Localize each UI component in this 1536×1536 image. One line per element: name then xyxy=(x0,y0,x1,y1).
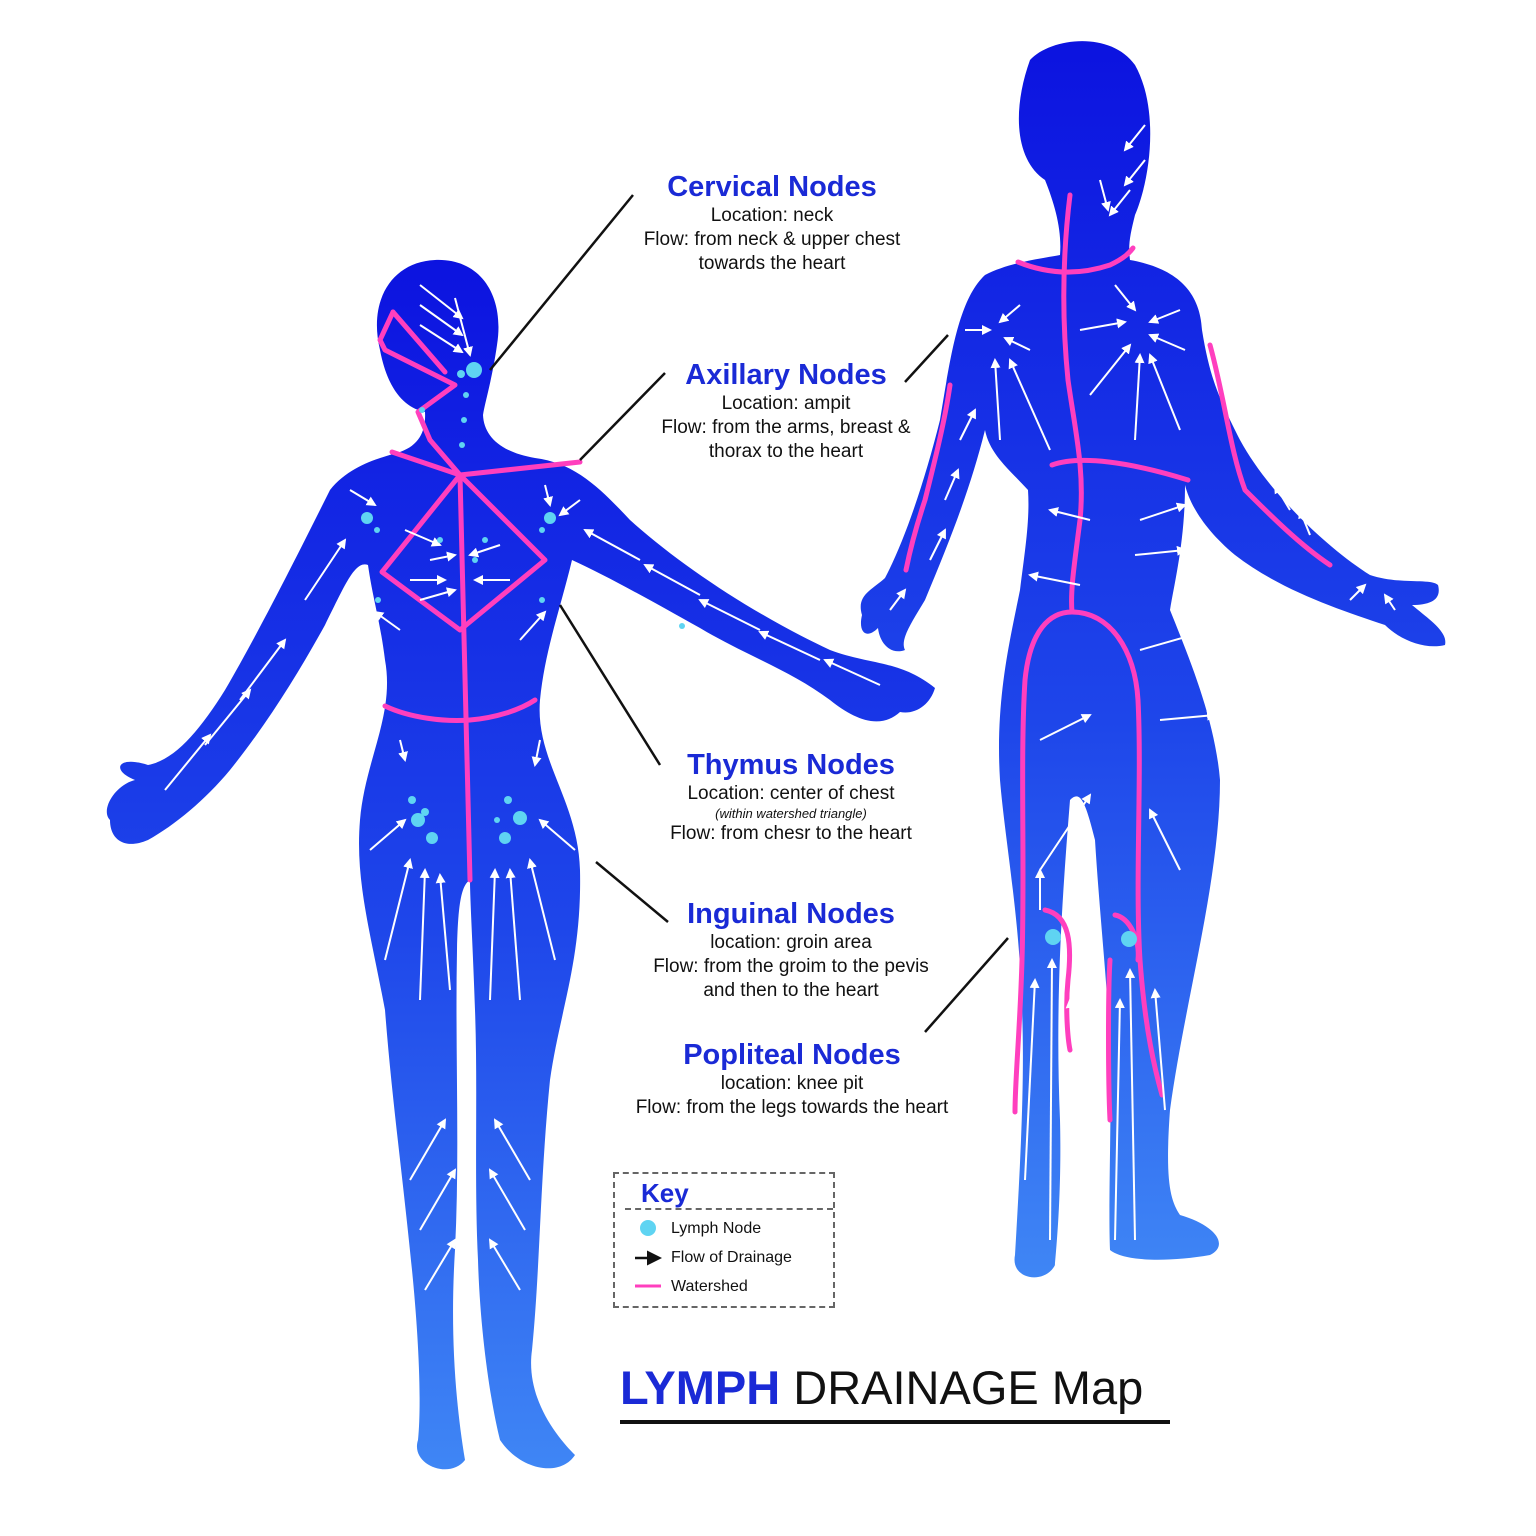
leader-lines xyxy=(489,194,1009,1033)
lymph-node xyxy=(679,623,685,629)
map-title-strong: LYMPH xyxy=(620,1361,781,1414)
back-drainage-arrows xyxy=(889,124,1396,1241)
back-lymph-nodes xyxy=(1045,929,1137,947)
callout-flow-cont: thorax to the heart xyxy=(708,441,864,462)
lymph-node xyxy=(466,362,482,378)
callout-flow: Flow: from the arms, breast & xyxy=(661,417,911,438)
lymph-node xyxy=(411,813,425,827)
inguinal-leader-line xyxy=(595,861,669,923)
axillary-leader-line-back xyxy=(904,334,949,383)
back-watershed-lines xyxy=(903,192,1333,1123)
front-drainage-arrows xyxy=(164,284,881,1291)
lymph-node xyxy=(499,832,511,844)
lymph-node xyxy=(1045,929,1061,945)
front-watershed-lines xyxy=(377,309,583,883)
callout-flow: Flow: from the legs towards the heart xyxy=(635,1097,949,1118)
lymph-node xyxy=(472,557,478,563)
pink-line-icon xyxy=(635,1284,661,1288)
front-lymph-nodes xyxy=(361,362,685,844)
callout-location: Location: ampit xyxy=(721,393,851,414)
popliteal-leader-line xyxy=(924,937,1009,1033)
lymph-node xyxy=(544,512,556,524)
callout-flow: Flow: from the groim to the pevis xyxy=(653,956,929,977)
lymph-node xyxy=(461,417,467,423)
lymph-node xyxy=(463,392,469,398)
cervical-nodes-callout: Cervical Nodes Location: neck Flow: from… xyxy=(562,170,982,276)
thymus-nodes-callout: Thymus Nodes Location: center of chest (… xyxy=(581,748,1001,846)
callout-title: Popliteal Nodes xyxy=(683,1039,901,1071)
lymph-node xyxy=(504,796,512,804)
lymph-node xyxy=(374,527,380,533)
callout-location: Location: neck xyxy=(710,205,834,226)
lymph-node xyxy=(459,442,465,448)
key-title: Key xyxy=(641,1178,689,1208)
arrow-icon xyxy=(635,1250,662,1266)
key-item-label: Lymph Node xyxy=(671,1220,762,1237)
back-body-silhouette xyxy=(860,41,1446,1278)
callout-flow: Flow: from chesr to the heart xyxy=(670,823,912,844)
thymus-leader-line xyxy=(558,604,662,766)
lymph-node xyxy=(1121,931,1137,947)
callout-flow-cont: and then to the heart xyxy=(703,980,879,1001)
callout-flow-cont: towards the heart xyxy=(698,253,846,274)
lymph-node xyxy=(408,796,416,804)
key-item-label: Watershed xyxy=(671,1278,748,1295)
key-divider xyxy=(625,1208,833,1210)
map-title-rest: DRAINAGE Map xyxy=(780,1361,1144,1414)
key-item-label: Flow of Drainage xyxy=(671,1249,792,1266)
lymph-node xyxy=(539,597,545,603)
lymph-node xyxy=(426,832,438,844)
callout-location: location: knee pit xyxy=(720,1073,864,1094)
callout-location: location: groin area xyxy=(710,932,872,953)
lymph-node xyxy=(361,512,373,524)
callout-title: Thymus Nodes xyxy=(687,749,895,781)
popliteal-nodes-callout: Popliteal Nodes location: knee pit Flow:… xyxy=(582,1038,1002,1120)
lymph-node xyxy=(513,811,527,825)
callout-title: Cervical Nodes xyxy=(667,171,877,203)
lymph-node xyxy=(457,370,465,378)
lymph-node xyxy=(419,407,425,413)
cervical-leader-line xyxy=(489,194,634,371)
callout-title: Axillary Nodes xyxy=(685,359,887,391)
front-body-silhouette xyxy=(106,259,935,1470)
title-underline xyxy=(620,1420,1170,1424)
lymph-node xyxy=(494,817,500,823)
map-title: LYMPH DRAINAGE Map xyxy=(620,1360,1143,1415)
lymph-node xyxy=(482,537,488,543)
callout-title: Inguinal Nodes xyxy=(687,898,895,930)
callout-flow: Flow: from neck & upper chest xyxy=(643,229,901,250)
axillary-nodes-callout: Axillary Nodes Location: ampit Flow: fro… xyxy=(576,358,996,464)
lymph-node xyxy=(539,527,545,533)
callout-note: (within watershed triangle) xyxy=(715,806,867,821)
lymph-node xyxy=(375,597,381,603)
lymph-node xyxy=(437,537,443,543)
back-figure xyxy=(860,41,1446,1278)
axillary-leader-line-front xyxy=(579,372,666,461)
inguinal-nodes-callout: Inguinal Nodes location: groin area Flow… xyxy=(581,897,1001,1003)
front-figure xyxy=(106,259,935,1470)
key-legend: Key Lymph Node Flow of Drainage Watershe… xyxy=(613,1172,835,1308)
node-dot-icon xyxy=(640,1220,656,1236)
callout-location: Location: center of chest xyxy=(687,783,895,804)
lymph-node xyxy=(421,808,429,816)
